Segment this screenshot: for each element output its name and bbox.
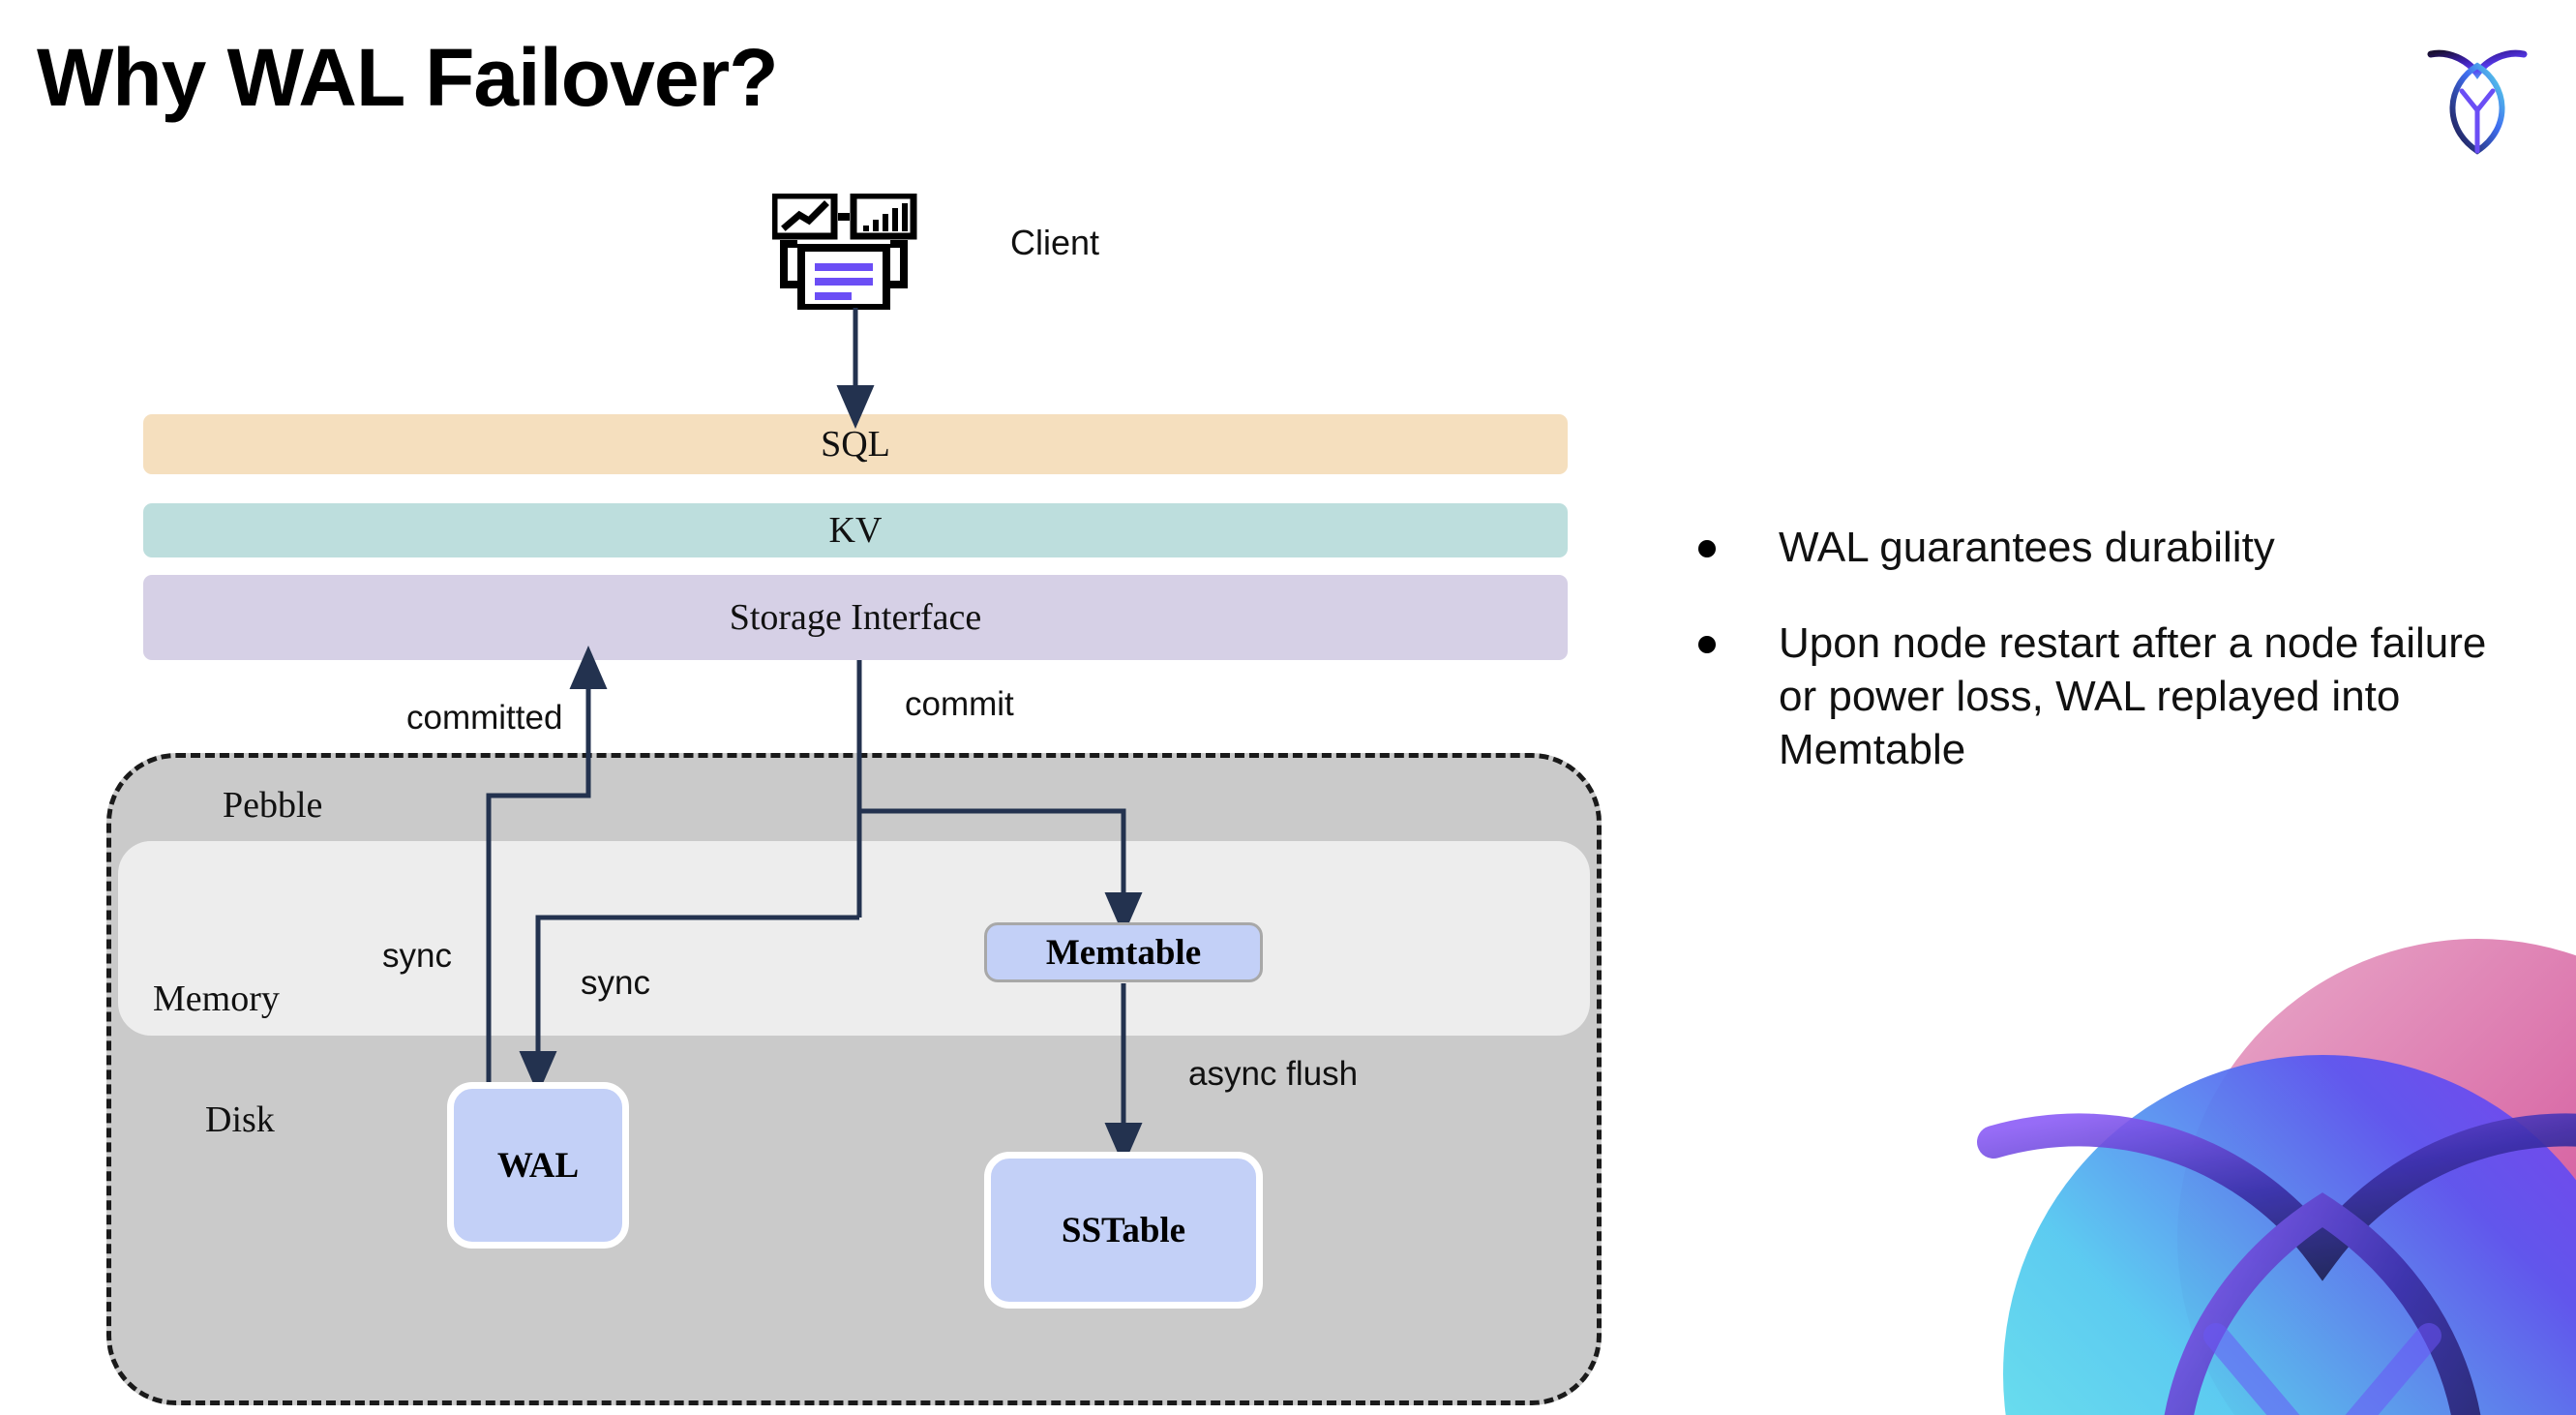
cockroachdb-logo xyxy=(2419,35,2535,155)
node-label-memtable: Memtable xyxy=(1045,932,1202,973)
node-label-wal: WAL xyxy=(496,1145,580,1186)
client-label: Client xyxy=(1010,223,1100,262)
bullet-text: Upon node restart after a node failure o… xyxy=(1779,619,2487,773)
client-dashboard-icon xyxy=(770,192,932,312)
layer-label-sql: SQL xyxy=(821,424,890,465)
list-item: Upon node restart after a node failure o… xyxy=(1698,617,2531,776)
edge-label-async-flush: async flush xyxy=(1188,1055,1359,1093)
node-sstable: SSTable xyxy=(984,1152,1263,1309)
disk-label: Disk xyxy=(205,1099,275,1140)
layer-bar-storage: Storage Interface xyxy=(143,575,1568,660)
edge-label-committed: committed xyxy=(406,699,563,737)
bullet-list: WAL guarantees durability Upon node rest… xyxy=(1698,521,2531,819)
layer-bar-sql: SQL xyxy=(143,414,1568,474)
edge-label-sync-left: sync xyxy=(382,937,452,975)
layer-bar-kv: KV xyxy=(143,503,1568,557)
list-item: WAL guarantees durability xyxy=(1698,521,2531,574)
pebble-label: Pebble xyxy=(223,785,323,826)
bullet-text: WAL guarantees durability xyxy=(1779,524,2275,571)
edge-label-sync-right: sync xyxy=(581,964,650,1002)
page-title: Why WAL Failover? xyxy=(37,32,779,123)
bullet-dot-icon xyxy=(1698,540,1716,557)
layer-label-storage: Storage Interface xyxy=(729,597,982,638)
memory-label: Memory xyxy=(153,978,280,1019)
node-wal: WAL xyxy=(447,1082,629,1249)
decorative-gradient-circles xyxy=(1935,919,2576,1415)
layer-label-kv: KV xyxy=(828,510,883,551)
node-memtable: Memtable xyxy=(984,922,1263,982)
edge-label-commit: commit xyxy=(905,685,1014,723)
bullet-dot-icon xyxy=(1698,636,1716,653)
memory-region xyxy=(118,841,1590,1036)
node-label-sstable: SSTable xyxy=(1061,1210,1186,1250)
